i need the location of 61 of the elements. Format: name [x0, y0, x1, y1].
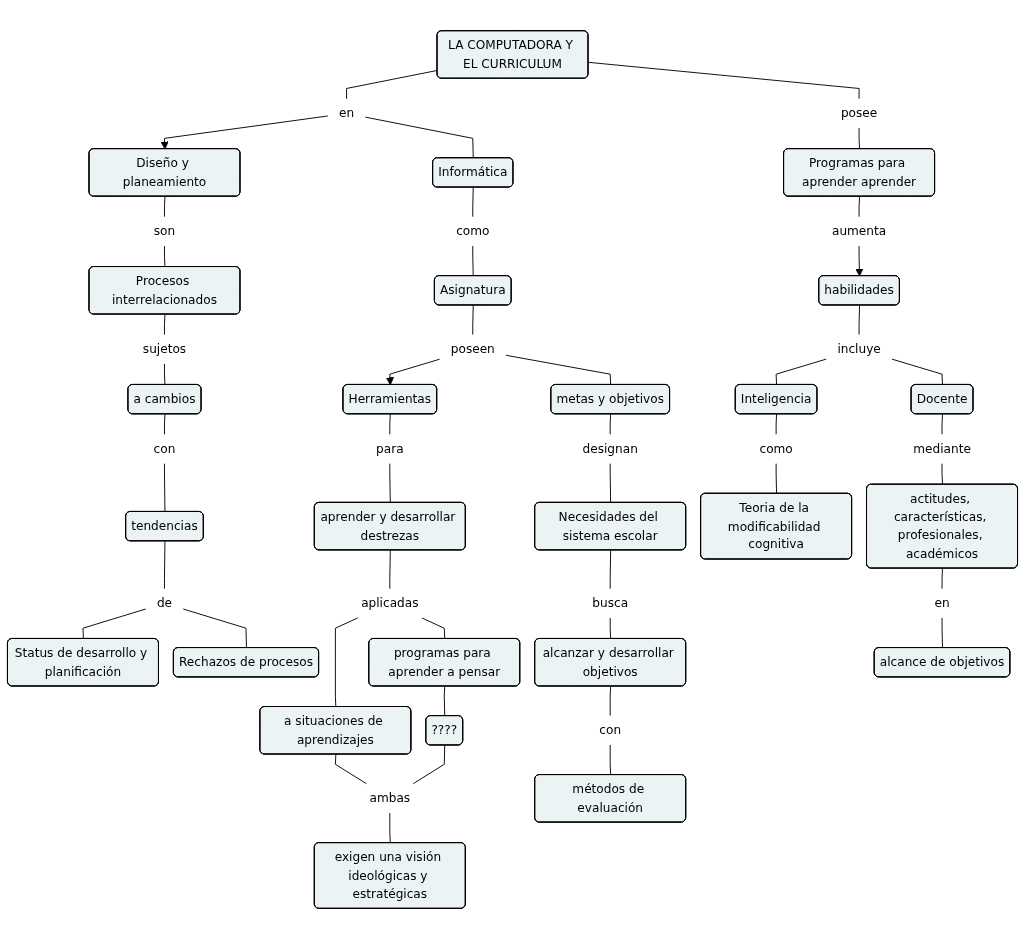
connector: [609, 686, 612, 717]
node-text: como: [759, 441, 793, 456]
connector: [389, 463, 391, 504]
node-text: con: [599, 723, 622, 738]
connector: [389, 812, 391, 844]
node-text: ambas: [369, 791, 411, 806]
connector: [164, 463, 166, 513]
connector: [891, 358, 943, 386]
connector: [389, 413, 391, 435]
connector: [775, 463, 778, 495]
connector: [609, 549, 612, 590]
connector: [164, 314, 166, 336]
connector: [82, 608, 147, 640]
node-text: aplicadas: [361, 596, 419, 611]
connector: [941, 617, 943, 649]
connector: [775, 358, 827, 386]
node-text: como: [456, 224, 490, 239]
node-text: son: [153, 224, 176, 239]
connector: [858, 196, 860, 218]
connector: [941, 568, 943, 590]
connector: [609, 413, 612, 435]
connector: [164, 363, 166, 386]
connector: [364, 116, 474, 159]
connector: [472, 187, 474, 218]
node-text: en: [339, 106, 355, 121]
connector: [412, 744, 446, 785]
connector: [421, 617, 446, 640]
node-text: en: [934, 596, 950, 611]
connector: [609, 617, 612, 640]
connector: [164, 196, 166, 218]
connector: [472, 245, 474, 277]
connector: [941, 463, 943, 486]
connector: [334, 754, 367, 785]
connector: [164, 540, 166, 590]
connector: [164, 245, 166, 268]
connector: [443, 686, 446, 717]
node-text: de: [156, 596, 173, 611]
connector: [588, 61, 860, 100]
node-text: aumenta: [831, 224, 887, 239]
connector: [505, 354, 612, 386]
node-text: posee: [840, 106, 878, 121]
connector: [609, 463, 612, 504]
connector: [858, 127, 860, 150]
connector: [609, 744, 612, 776]
connector: [346, 69, 438, 100]
node-text: busca: [592, 596, 629, 611]
connector: [389, 549, 391, 590]
connector: [472, 304, 474, 336]
node-text: mediante: [913, 441, 971, 456]
node-text: con: [153, 441, 176, 456]
connector: [182, 608, 247, 649]
node-text: para: [376, 441, 404, 456]
node-text: poseen: [450, 342, 495, 357]
node-text: designan: [582, 441, 638, 456]
node-text: sujetos: [142, 342, 187, 357]
connector: [941, 413, 943, 435]
connector: [775, 413, 778, 435]
connector: [858, 304, 860, 336]
node-text: incluye: [837, 342, 881, 357]
connector: [164, 413, 166, 435]
connector: [334, 617, 359, 708]
